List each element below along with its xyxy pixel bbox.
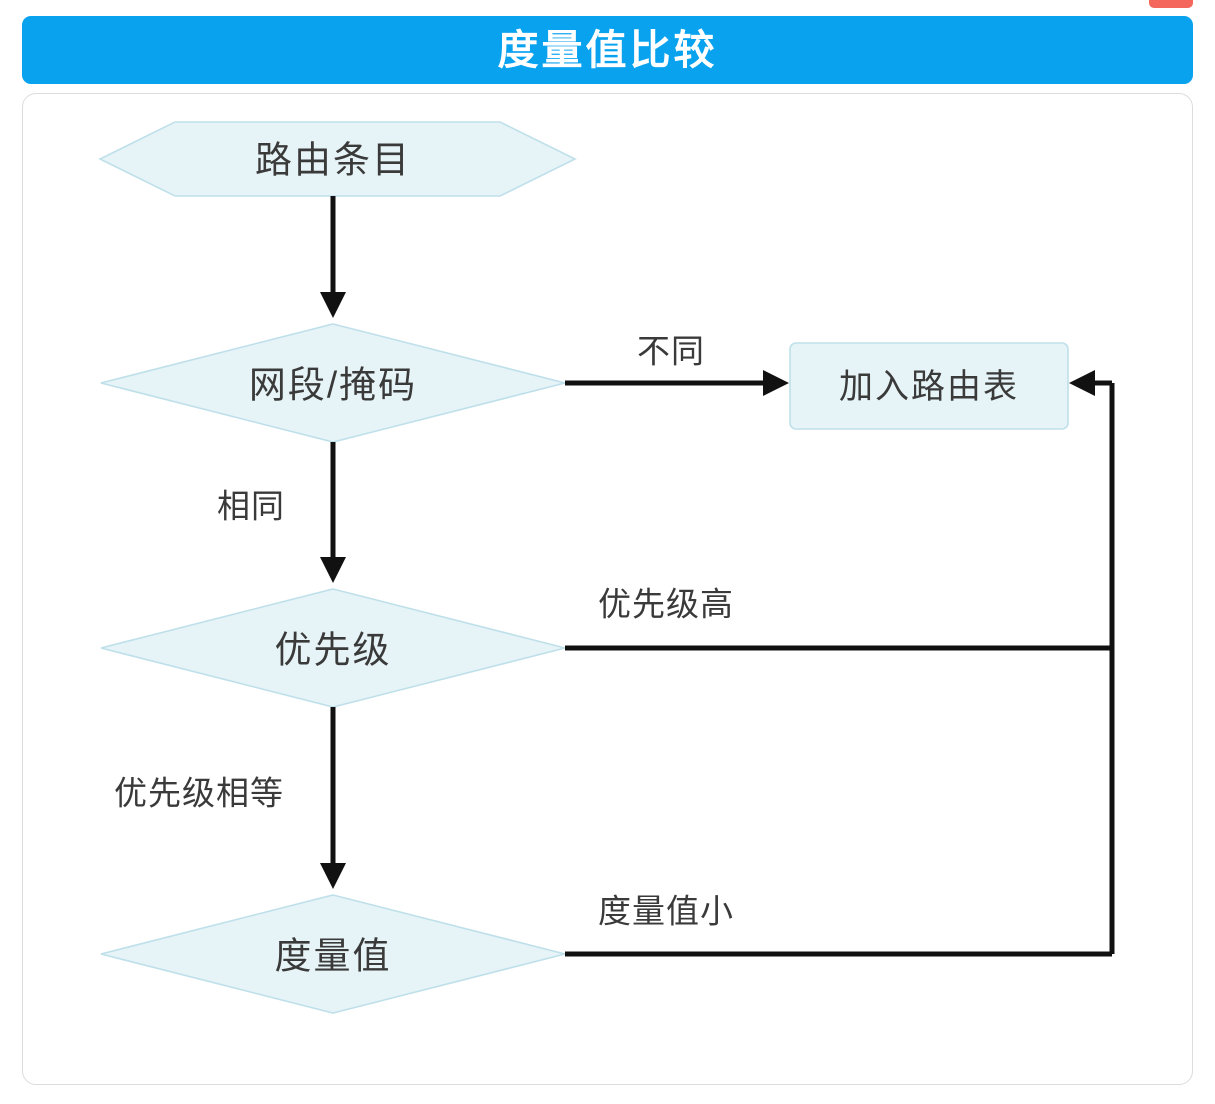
- edge-label-priority-higher: 优先级高: [598, 585, 734, 623]
- notification-badge[interactable]: [1149, 0, 1193, 8]
- edge-label-priority-equal: 优先级相等: [114, 774, 284, 812]
- edge-label-mask-same: 相同: [217, 487, 285, 525]
- page-title-banner: 度量值比较: [22, 16, 1193, 84]
- node-label-priority: 优先级: [274, 629, 392, 671]
- node-label-network-mask: 网段/掩码: [248, 364, 418, 406]
- page-title: 度量值比较: [497, 26, 718, 73]
- edge-label-mask-different: 不同: [637, 332, 705, 370]
- node-label-route-entry: 路由条目: [255, 139, 411, 181]
- node-label-metric: 度量值: [274, 935, 392, 977]
- node-label-add-routing-table: 加入路由表: [839, 368, 1019, 406]
- edge-label-metric-smaller: 度量值小: [598, 892, 734, 930]
